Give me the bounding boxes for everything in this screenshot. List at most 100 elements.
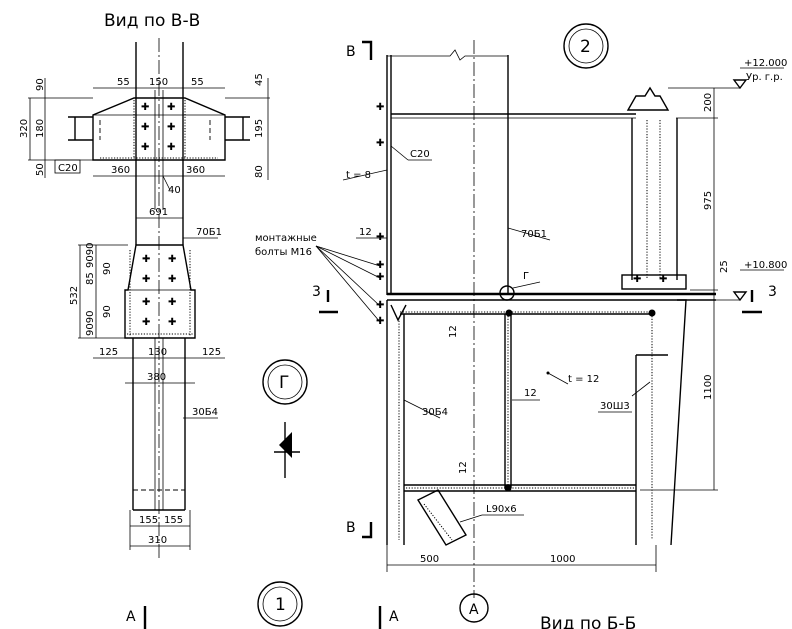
label-70b1-right: 70Б1 — [521, 229, 547, 240]
dim-25: 25 — [719, 260, 730, 273]
dim-55a: 55 — [117, 77, 130, 88]
dim-125a: 125 — [99, 347, 118, 358]
dim-180: 180 — [35, 119, 46, 138]
rail-head — [626, 86, 670, 111]
view-vv-title: Вид по В-В — [104, 11, 200, 31]
section-3-left-stroke — [319, 290, 338, 314]
dim-9090b: 9090 — [85, 311, 96, 336]
node-2-inner — [568, 28, 604, 64]
dim-90b: 90 — [102, 262, 113, 275]
bolt-leader-1 — [315, 245, 381, 267]
anchor-bolt-1: ✚ — [633, 274, 641, 285]
dim-130: 130 — [148, 347, 167, 358]
mount-bolt-3: ✚ — [376, 232, 384, 243]
elev-mid-triangle — [732, 291, 748, 302]
channel-right — [225, 116, 250, 141]
label-c20-right: С20 — [410, 149, 430, 160]
dim-12c: 12 — [524, 388, 537, 399]
mount-bolt-1: ✚ — [376, 102, 384, 113]
node-g-detail: Г — [262, 359, 308, 478]
section-a-right: А — [389, 609, 399, 625]
bolt-6: ✚ — [167, 142, 175, 153]
lower-left-col — [386, 300, 405, 545]
junction-dot-2 — [648, 309, 656, 317]
bolt-1: ✚ — [141, 102, 149, 113]
right-view: В В 2 ✚ ✚ ✚ ✚ ✚ ✚ ✚ ✚ ✚ — [255, 23, 787, 629]
leader-t12 — [547, 372, 569, 385]
dim-691: 691 — [149, 207, 168, 218]
node-1-inner — [262, 586, 298, 622]
label-c20-left: С20 — [58, 163, 78, 174]
dim-12a: 12 — [359, 227, 372, 238]
node-2-label: 2 — [580, 37, 591, 57]
axis-a-label: А — [469, 602, 479, 618]
leader-70b1-right — [507, 227, 551, 241]
label-70b1-left: 70Б1 — [196, 227, 222, 238]
node-1-outer — [257, 581, 303, 627]
angle-brace-weld — [423, 503, 453, 541]
junction-dot-3 — [504, 484, 512, 492]
node-g-label: Г — [279, 373, 289, 393]
label-angle: L90х6 — [486, 504, 517, 515]
label-30sh3: 30Ш3 — [600, 401, 630, 412]
anchor-bolt-2: ✚ — [659, 274, 667, 285]
bolt-4: ✚ — [167, 122, 175, 133]
col-cap-shape — [390, 304, 407, 322]
dim-150: 150 — [149, 77, 168, 88]
bolt-leader-2 — [315, 245, 381, 279]
dim-90: 90 — [35, 78, 46, 91]
node-2-outer — [563, 23, 609, 69]
left-view: Вид по В-В ✚ ✚ ✚ ✚ ✚ ✚ 55 150 55 45 195 … — [19, 11, 303, 629]
bolt-3: ✚ — [141, 122, 149, 133]
node-g-outer — [262, 359, 308, 405]
section-v-bottom: В — [346, 520, 356, 536]
callout-g-leader — [512, 281, 541, 289]
dim-310: 310 — [148, 535, 167, 546]
mount-bolt-2: ✚ — [376, 138, 384, 149]
axis-a-bubble — [459, 593, 489, 623]
leader-c20-right — [390, 145, 409, 161]
dim-320: 320 — [19, 119, 30, 138]
bolt-7: ✚ — [142, 254, 150, 265]
dim-500: 500 — [420, 554, 439, 565]
bolt-13: ✚ — [142, 317, 150, 328]
node-g-inner — [267, 364, 303, 400]
dim-360a: 360 — [111, 165, 130, 176]
dim-380: 380 — [147, 372, 166, 383]
label-t8: t = 8 — [346, 170, 371, 181]
channel-left — [68, 116, 93, 141]
dim-360b: 360 — [186, 165, 205, 176]
callout-g-circle — [499, 285, 515, 301]
bolt-leader-3 — [315, 245, 381, 307]
dim-45: 45 — [254, 73, 265, 86]
dim-50: 50 — [35, 163, 46, 176]
section-3-right-stroke — [742, 290, 762, 314]
dim-155a: 155 — [139, 515, 158, 526]
label-t12: t = 12 — [568, 374, 599, 385]
dim-195: 195 — [254, 119, 265, 138]
label-30b4-left: 30Б4 — [192, 407, 218, 418]
section-v-top-stroke — [362, 40, 373, 60]
dim-1100: 1100 — [703, 375, 714, 400]
dim-9090a: 9090 — [85, 243, 96, 268]
dim-155b: 155 — [164, 515, 183, 526]
mount-bolt-4: ✚ — [376, 260, 384, 271]
leader-t8 — [342, 169, 388, 181]
bolt-5: ✚ — [141, 142, 149, 153]
dim-80: 80 — [254, 165, 265, 178]
node-1-label: 1 — [275, 595, 286, 615]
hidden-lines-plate — [99, 120, 211, 140]
leader-30sh3 — [631, 381, 651, 397]
dim-90c: 90 — [102, 305, 113, 318]
label-30b4-right: 30Б4 — [422, 407, 448, 418]
elev-top-value: +12.000 — [744, 58, 787, 69]
angle-brace — [416, 489, 468, 546]
crane-base-plate — [621, 274, 687, 290]
bolt-9: ✚ — [142, 274, 150, 285]
column-splice-plate — [124, 244, 196, 339]
bolt-8: ✚ — [168, 254, 176, 265]
section-3-right: 3 — [768, 284, 777, 300]
dim-40: 40 — [168, 185, 181, 196]
dim-1000: 1000 — [550, 554, 575, 565]
